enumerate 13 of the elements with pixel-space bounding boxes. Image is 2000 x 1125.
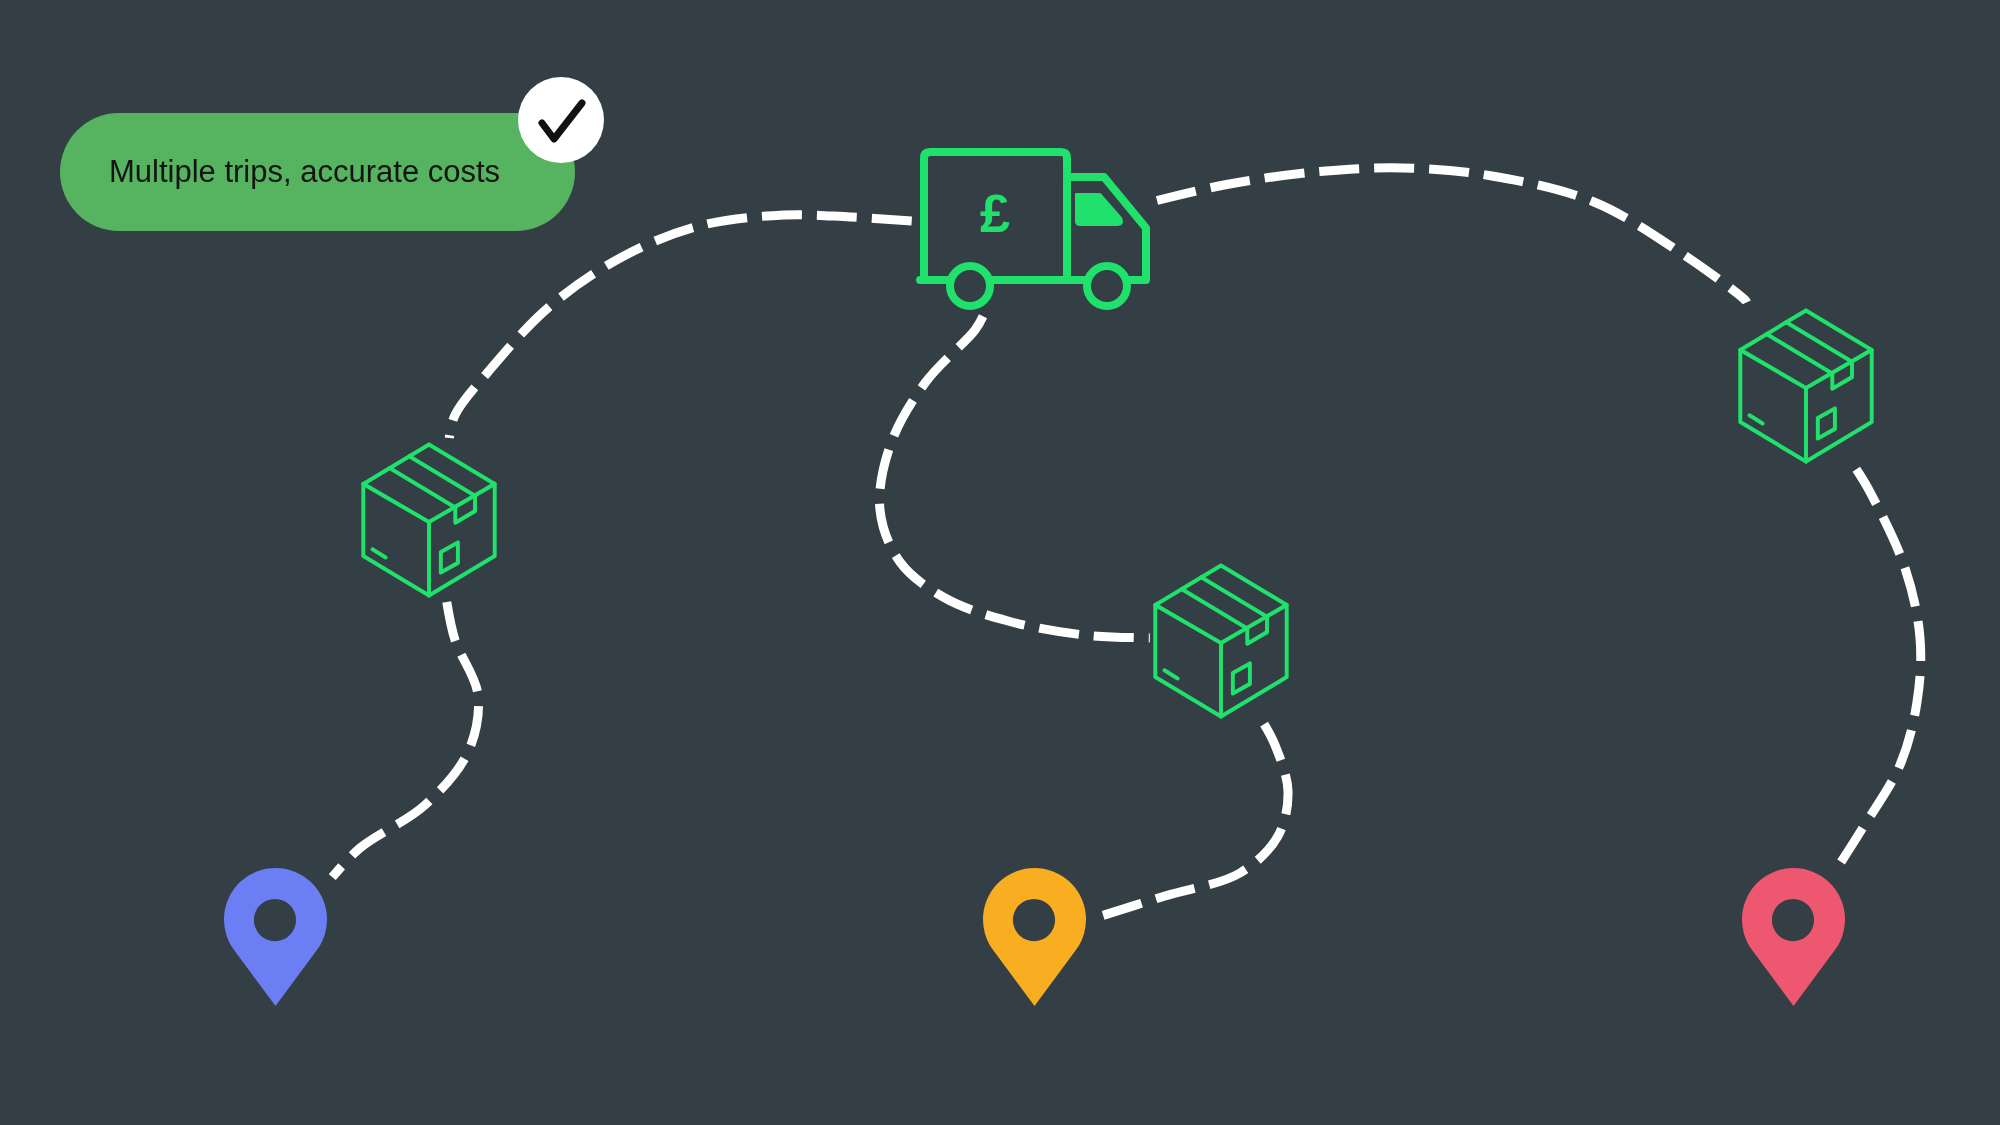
dashed-route-line — [1836, 466, 1926, 867]
location-pin-icon — [983, 868, 1086, 1006]
parcel-icon — [1152, 562, 1290, 720]
location-pin-icon — [224, 868, 327, 1006]
dashed-route-line — [1155, 163, 1751, 306]
currency-symbol: £ — [980, 186, 1010, 240]
dashed-route-line — [875, 314, 1150, 643]
location-pin-icon — [1742, 868, 1845, 1006]
dashed-route-line — [328, 601, 484, 881]
parcel-icon — [1737, 307, 1875, 465]
dashed-route-line — [444, 210, 913, 439]
parcel-icon — [360, 441, 498, 599]
label-text: Multiple trips, accurate costs — [109, 154, 501, 190]
